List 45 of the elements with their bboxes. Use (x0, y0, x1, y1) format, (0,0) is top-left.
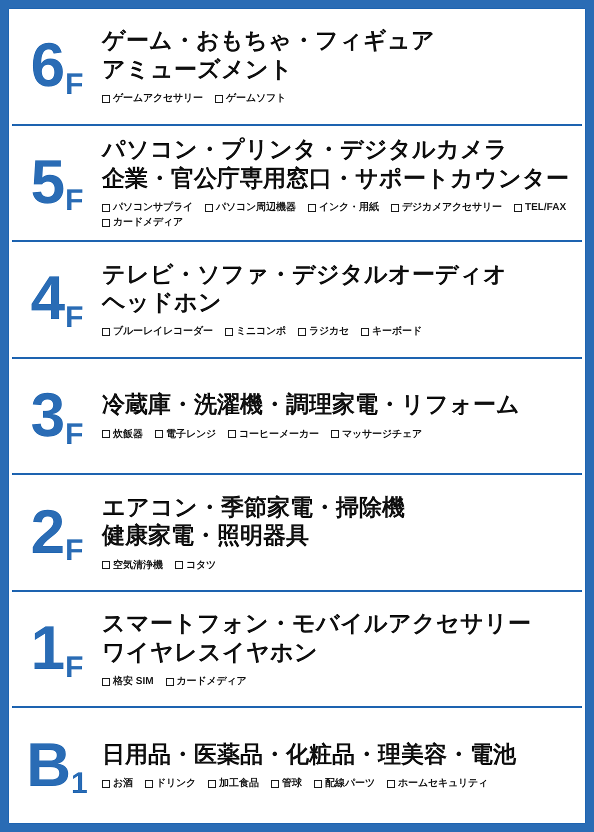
category-heading: 健康家電・照明器具 (102, 522, 310, 549)
item-text: 管球 (282, 777, 302, 790)
category-heading: ワイヤレスイヤホン (102, 638, 319, 666)
item-text: ゲームアクセサリー (113, 92, 203, 106)
item-text: パソコン周辺機器 (216, 201, 296, 214)
floor-number: 1$_{F}$ (30, 618, 84, 680)
floor-number: 3$_{F}$ (30, 385, 84, 448)
category-heading: スマートフォン・モバイルアクセサリー (102, 610, 532, 637)
item-text: マッサージチェア (342, 428, 422, 441)
category-heading: エアコン・季節家電・掃除機 (102, 494, 406, 520)
item-text: ラジカセ (309, 325, 349, 338)
item-text: キーボード (372, 325, 422, 338)
item-text: 格安 SIM (113, 675, 154, 688)
item-text: コーヒーメーカー (239, 428, 319, 441)
item-text: ミニコンポ (236, 325, 286, 338)
category-heading: 企業・官公庁専用窓口・サポートカウンター (102, 164, 570, 192)
item-text: 加工食品 (219, 777, 259, 790)
item-text: デジカメアクセサリー (402, 201, 502, 214)
item-text: インク・用紙 (319, 201, 379, 214)
floor-number: 5$_{F}$ (30, 152, 84, 214)
item-text: 電子レンジ (166, 428, 216, 441)
floor-number: 6$_{F}$ (30, 35, 84, 98)
item-text: 空気清浄機 (113, 558, 163, 572)
item-text: コタツ (186, 558, 216, 572)
item-text: 配線パーツ (325, 777, 375, 790)
item-text: ゲームソフト (226, 92, 286, 106)
item-text: カードメディア (176, 675, 247, 688)
item-text: カードメディア (113, 216, 183, 230)
item-text: 炊飯器 (113, 428, 143, 441)
floor-number: 4$_{F}$ (30, 268, 84, 330)
category-heading: アミューズメント (102, 56, 294, 82)
floor-number: 2$_{F}$ (30, 502, 84, 564)
item-text: パソコンサプライ (113, 201, 193, 214)
category-heading: ヘッドホン (102, 288, 223, 316)
category-heading: パソコン・プリンタ・デジタルカメラ (102, 136, 509, 163)
category-heading: 冷蔵庫・洗濯機・調理家電・リフォーム (102, 391, 521, 418)
item-text: ドリンク (156, 777, 196, 790)
category-heading: 日用品・医薬品・化粧品・理美容・電池 (102, 741, 518, 768)
item-text: お酒 (113, 777, 133, 790)
item-text: ブルーレイレコーダー (113, 325, 213, 338)
item-text: ホームセキュリティ (398, 777, 488, 790)
category-heading: テレビ・ソファ・デジタルオーディオ (102, 260, 508, 287)
category-heading: ゲーム・おもちゃ・フィギュア (102, 27, 436, 54)
item-text: TEL/FAX (525, 201, 566, 214)
floor-number: B$_{1}$ (26, 734, 88, 797)
